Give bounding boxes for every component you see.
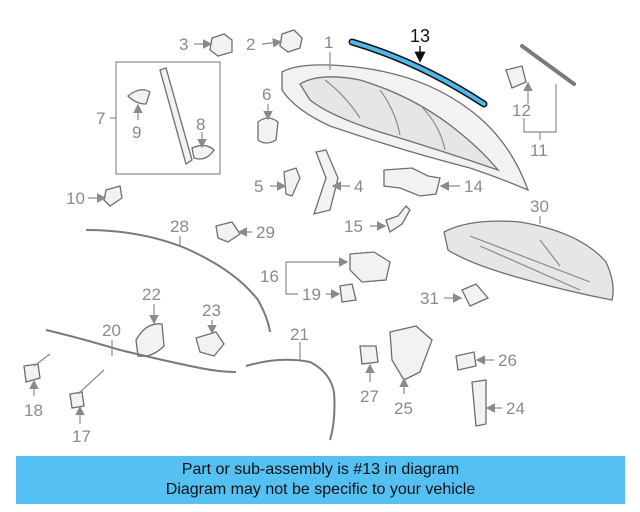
callout-15: 15 <box>344 217 363 236</box>
handle-part-22 <box>135 323 165 357</box>
cable-part-21 <box>245 358 336 441</box>
latch-part-16 <box>349 251 391 283</box>
callout-20: 20 <box>102 321 121 340</box>
callout-14: 14 <box>464 177 483 196</box>
clip-part-10 <box>103 185 123 207</box>
callout-30: 30 <box>530 197 549 216</box>
trim-part-11 <box>505 44 576 89</box>
callout-5: 5 <box>254 177 263 196</box>
callout-11: 11 <box>530 141 548 160</box>
bolt-part-5 <box>283 167 301 197</box>
callout-13-highlighted: 13 <box>410 26 430 46</box>
callout-10: 10 <box>66 189 85 208</box>
clip-part-27 <box>359 345 379 365</box>
release-part-23 <box>195 331 225 357</box>
callout-8: 8 <box>196 115 205 134</box>
bracket-part-19 <box>339 283 357 303</box>
callout-16: 16 <box>260 267 279 286</box>
clip-part-29 <box>215 221 241 243</box>
weatherstrip-part-13 <box>348 38 488 108</box>
cable-part-20 <box>45 329 237 373</box>
callout-7: 7 <box>96 109 105 128</box>
callout-31: 31 <box>420 289 439 308</box>
banner-line-2: Diagram may not be specific to your vehi… <box>165 481 476 498</box>
callout-25: 25 <box>394 399 413 418</box>
bumper-part-2 <box>279 29 303 53</box>
callout-27: 27 <box>360 387 379 406</box>
callout-6: 6 <box>262 85 271 104</box>
callout-17: 17 <box>72 427 91 446</box>
bracket-part-25 <box>389 325 433 381</box>
callout-21: 21 <box>290 325 309 344</box>
hinge-part-4 <box>313 149 339 215</box>
latch-part-14 <box>383 167 441 197</box>
banner-line-1: Part or sub-assembly is #13 in diagram <box>181 461 460 478</box>
strut-group-box <box>115 61 221 175</box>
callout-4: 4 <box>354 177 363 196</box>
parts-diagram: 1 2 3 4 5 6 7 8 9 10 11 12 13 14 15 16 1… <box>23 26 614 446</box>
callout-19: 19 <box>302 285 321 304</box>
callout-24: 24 <box>506 399 525 418</box>
callout-9: 9 <box>132 123 141 142</box>
callout-28: 28 <box>170 217 189 236</box>
callout-22: 22 <box>142 285 161 304</box>
bolt-part-26 <box>455 351 477 371</box>
insulator-part-30 <box>443 220 614 301</box>
callout-26: 26 <box>498 351 517 370</box>
bolt-part-17 <box>69 369 105 409</box>
callout-29: 29 <box>256 223 275 242</box>
callout-2: 2 <box>246 35 255 54</box>
bolt-part-18 <box>23 353 51 383</box>
clip-part-31 <box>461 283 490 307</box>
callout-18: 18 <box>24 401 43 420</box>
callout-23: 23 <box>202 301 221 320</box>
callout-12: 12 <box>512 101 531 120</box>
bolt-part-15 <box>385 205 411 234</box>
bumper-part-3 <box>209 33 233 57</box>
bumper-part-6 <box>257 117 279 144</box>
callout-labels: 1 2 3 4 5 6 7 8 9 10 11 12 13 14 15 16 1… <box>24 26 549 446</box>
bracket-part-24 <box>471 379 487 427</box>
hood-panel <box>281 64 530 192</box>
callout-1: 1 <box>324 33 333 52</box>
leader-lines <box>29 38 557 424</box>
cable-part-28 <box>85 229 271 333</box>
info-banner: Part or sub-assembly is #13 in diagram D… <box>16 456 625 504</box>
callout-3: 3 <box>179 35 188 54</box>
